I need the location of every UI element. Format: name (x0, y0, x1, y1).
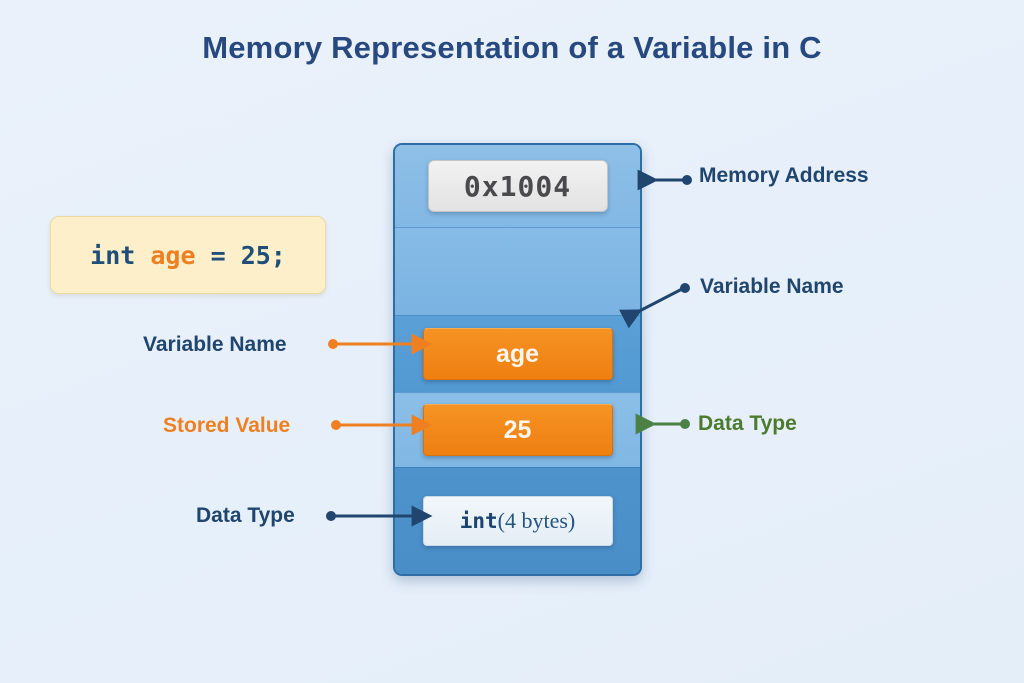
label-stored-value: Stored Value (163, 414, 291, 437)
connector-data-type-right (635, 413, 690, 435)
memory-block: 0x1004 age 25 int (4 bytes) (393, 143, 642, 576)
memory-band-data-type: int (4 bytes) (395, 467, 640, 574)
code-operator: = (210, 240, 226, 270)
stored-value-chip: 25 (422, 404, 613, 456)
label-memory-address: Memory Address (699, 164, 869, 187)
memory-band-stored-value: 25 (395, 392, 640, 467)
data-type-size: (4 bytes) (497, 508, 576, 533)
memory-address-chip: 0x1004 (427, 160, 608, 212)
code-identifier: age (150, 240, 196, 270)
label-data-type-right: Data Type (698, 412, 797, 435)
data-type-chip: int (4 bytes) (422, 496, 613, 546)
memory-band-empty (395, 227, 640, 315)
memory-band-variable-name: age (395, 315, 640, 392)
variable-name-chip: age (422, 328, 613, 380)
connector-memory-address (637, 169, 692, 191)
page-title: Memory Representation of a Variable in C (202, 30, 822, 65)
label-data-type-left: Data Type (196, 504, 295, 527)
code-keyword: int (90, 240, 136, 270)
label-variable-name-right: Variable Name (700, 275, 844, 298)
code-snippet-text: int age = 25; (90, 241, 286, 270)
code-value: 25; (240, 240, 286, 270)
label-variable-name-left: Variable Name (143, 333, 287, 356)
code-snippet-box: int age = 25; (50, 216, 326, 294)
memory-band-address: 0x1004 (395, 145, 640, 227)
data-type-keyword: int (459, 509, 498, 533)
